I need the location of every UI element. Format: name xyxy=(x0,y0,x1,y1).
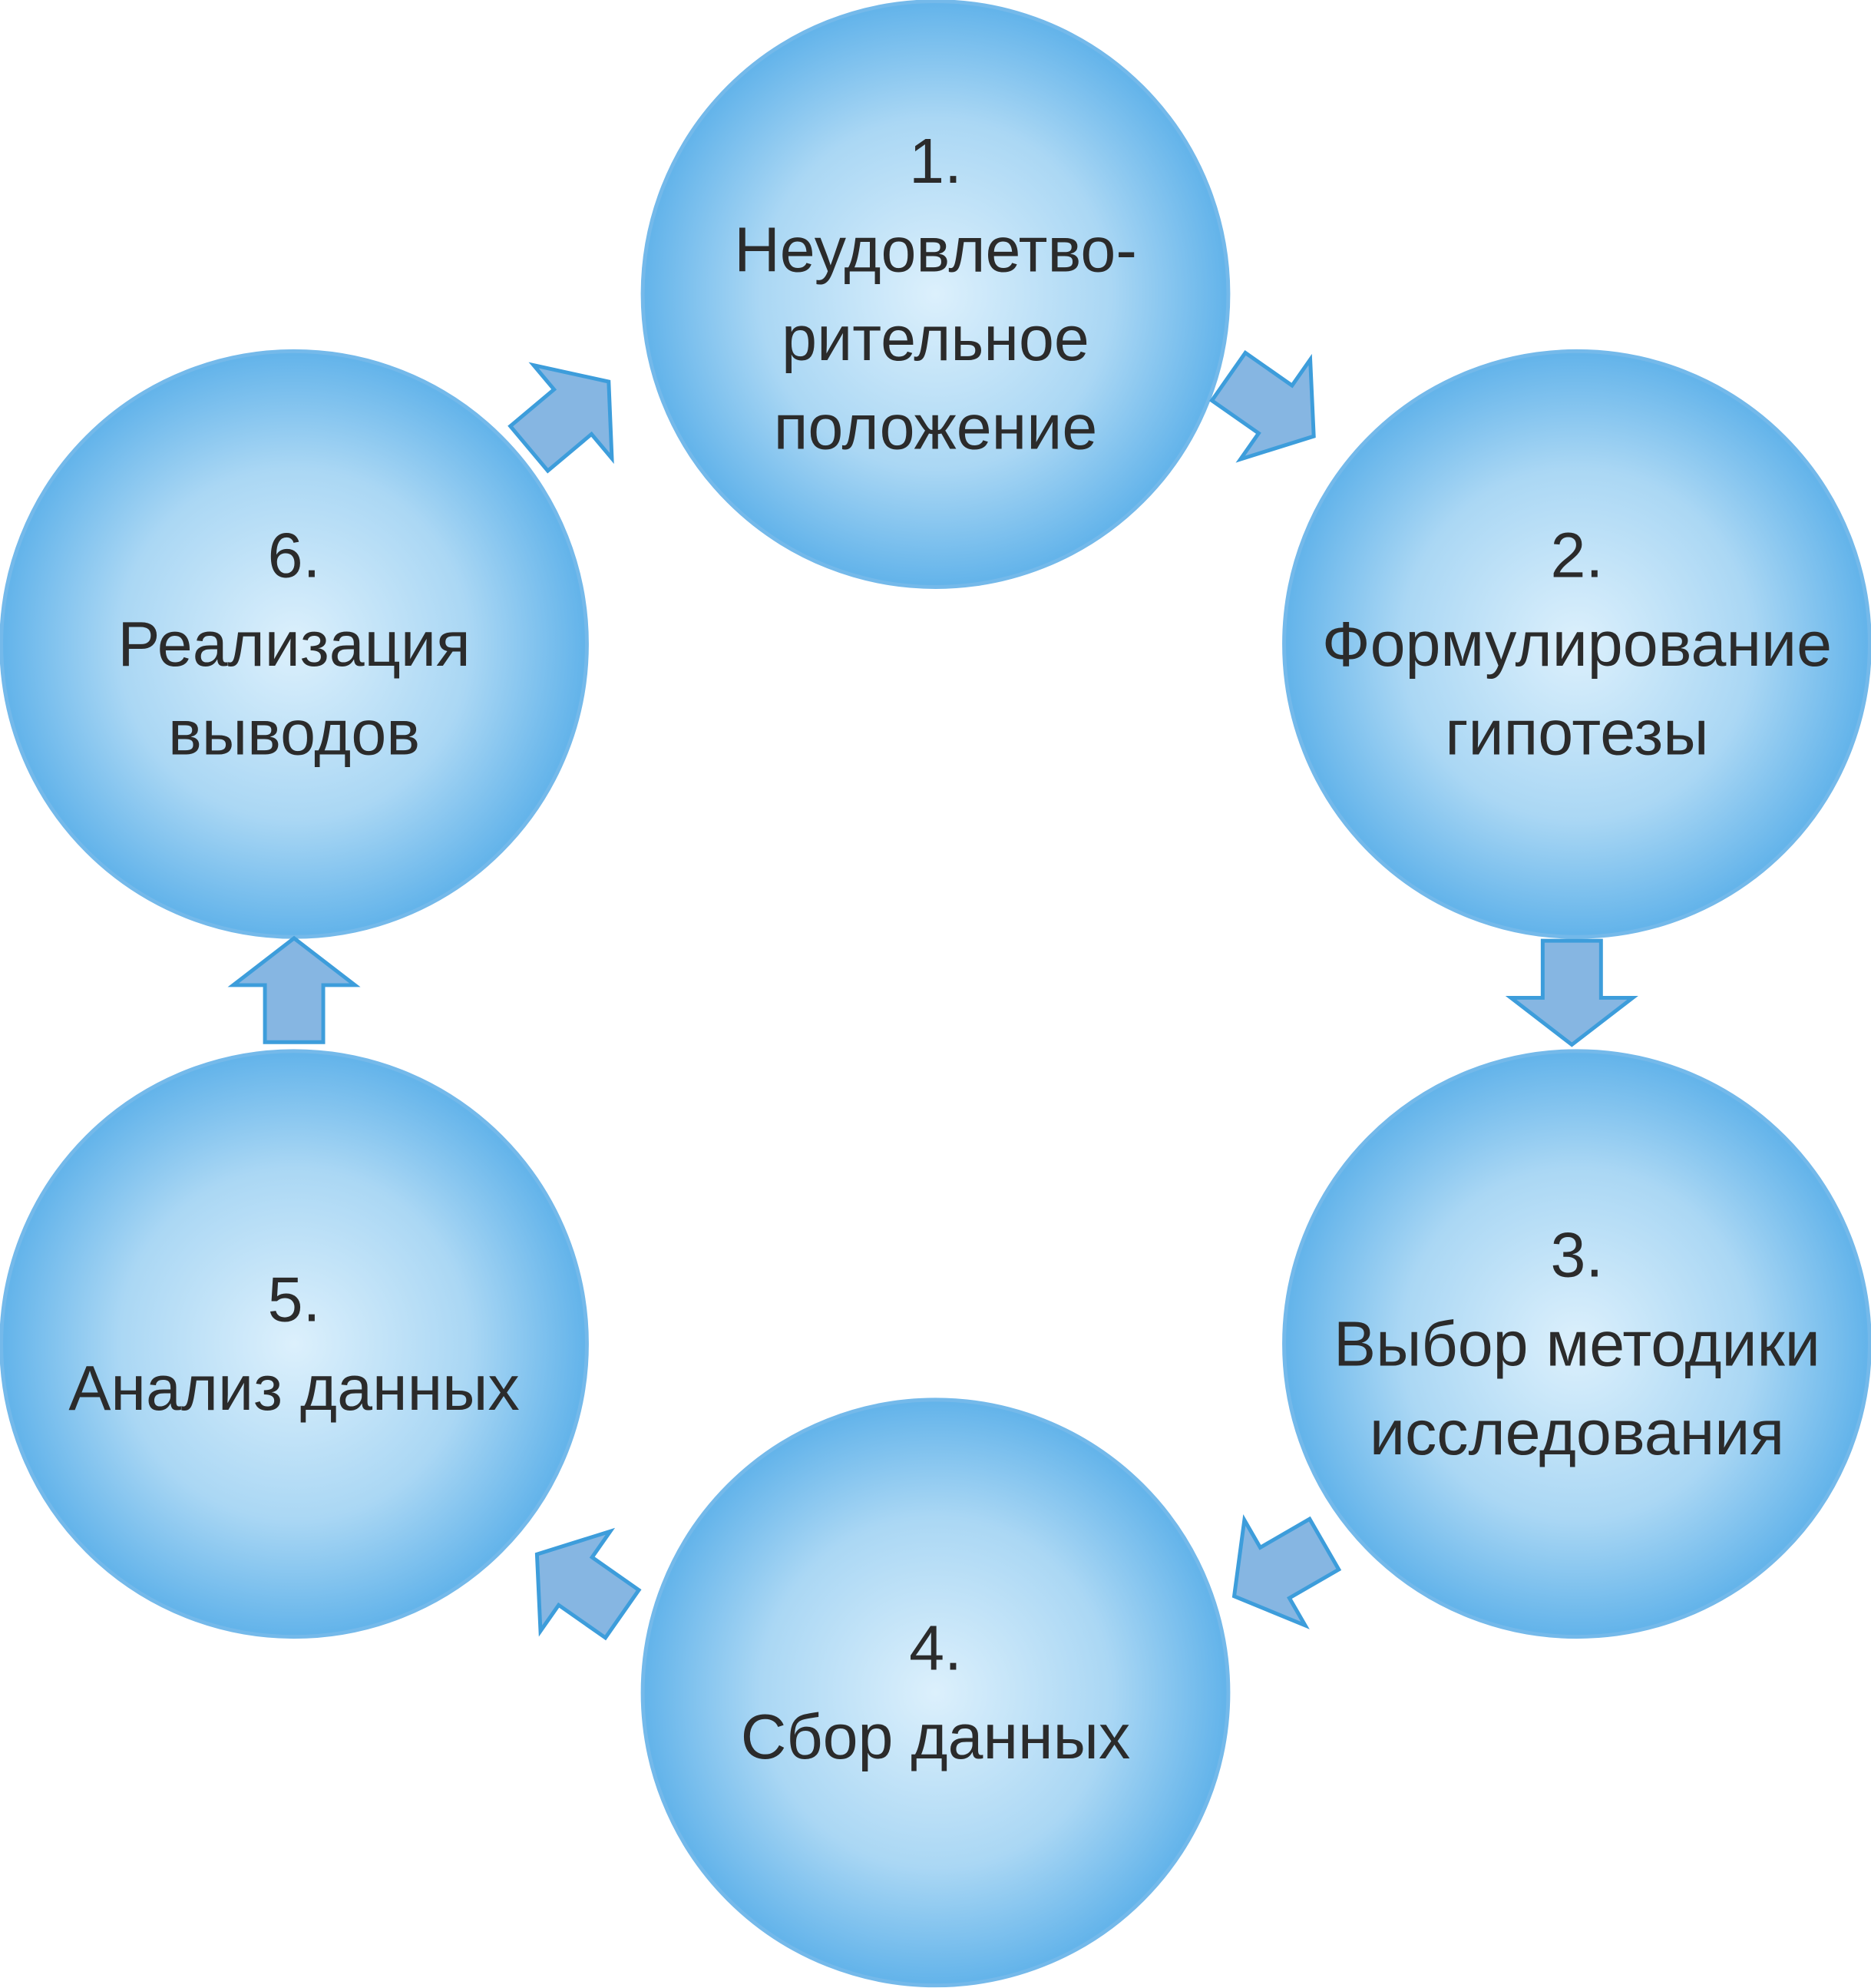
arrow-step-5-to-6-icon xyxy=(227,935,361,1044)
arrow-step-2-to-3-icon xyxy=(1505,938,1638,1047)
step-label-line: положение xyxy=(774,392,1098,463)
step-6-node: 6. Реализация выводов xyxy=(0,349,589,939)
step-circle xyxy=(640,1398,1231,1988)
step-circle xyxy=(0,1049,589,1639)
step-label-line: 2. xyxy=(1551,520,1604,590)
arrow-step-3-to-4-icon xyxy=(1231,1514,1342,1629)
step-label-line: 4. xyxy=(909,1613,962,1684)
step-label: 6. Реализация выводов xyxy=(117,520,470,768)
step-label-line: Неудовлетво- xyxy=(734,214,1137,285)
step-3-node: 3. Выбор методики исследования xyxy=(1282,1049,1871,1639)
step-label: 1. Неудовлетво-рительное положение xyxy=(734,126,1137,463)
step-label-line: гипотезы xyxy=(1445,697,1708,768)
step-label-line: исследования xyxy=(1370,1398,1784,1468)
step-circle xyxy=(640,0,1231,589)
step-label: 5. Анализ данных xyxy=(68,1264,519,1424)
step-label: 4. Сбор данных xyxy=(741,1613,1130,1773)
step-label-line: выводов xyxy=(168,697,420,768)
step-label-line: 3. xyxy=(1551,1220,1604,1291)
step-circle xyxy=(1282,349,1871,939)
step-label-line: Формулирование xyxy=(1322,609,1832,680)
step-4-node: 4. Сбор данных xyxy=(640,1398,1231,1988)
step-label-line: Выбор методики xyxy=(1334,1308,1820,1379)
step-5-node: 5. Анализ данных xyxy=(0,1049,589,1639)
step-2-node: 2. Формулирование гипотезы xyxy=(1282,349,1871,939)
arrow-step-4-to-5-icon xyxy=(534,1527,642,1641)
step-label-line: Анализ данных xyxy=(68,1353,519,1424)
step-label-line: Сбор данных xyxy=(741,1702,1130,1772)
step-label-line: 6. xyxy=(268,520,321,590)
step-label-line: рительное xyxy=(782,303,1089,374)
step-label: 3. Выбор методики исследования xyxy=(1334,1220,1820,1468)
step-label-line: 5. xyxy=(268,1264,321,1335)
step-label: 2. Формулирование гипотезы xyxy=(1322,520,1832,768)
arrow-step-1-to-2-icon xyxy=(1209,349,1316,463)
step-1-node: 1. Неудовлетво-рительное положение xyxy=(640,0,1231,589)
step-label-line: Реализация xyxy=(117,609,470,680)
step-label-line: 1. xyxy=(909,126,962,197)
arrow-step-6-to-1-icon xyxy=(507,362,614,474)
step-circle xyxy=(1282,1049,1871,1639)
